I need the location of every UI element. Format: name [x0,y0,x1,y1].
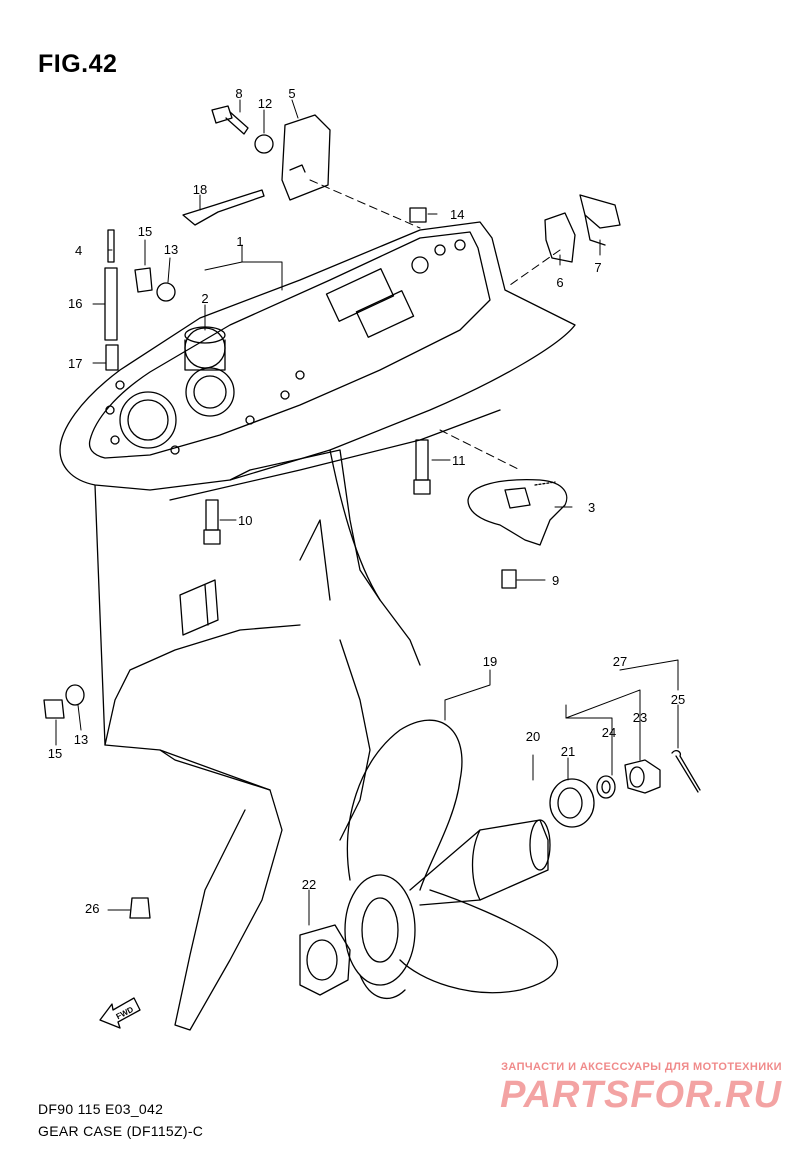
callout-23: 23 [633,710,647,725]
plug-15-13-lower [43,684,85,719]
callout-17: 17 [68,356,82,371]
fwd-arrow-icon [99,997,141,1029]
spacer [299,924,351,996]
anode-6 [544,212,576,263]
callout-14: 14 [450,207,464,222]
figure-code: DF90 115 E03_042 [38,1101,164,1117]
callout-6: 6 [556,275,563,290]
callout-8: 8 [235,86,242,101]
callout-24: 24 [602,725,616,740]
plug-26 [129,897,151,919]
thrust-washer [549,778,595,828]
cover-5 [281,114,331,201]
callout-7: 7 [594,260,601,275]
watermark-logo: PARTSFOR.RU [500,1074,782,1116]
callout-3: 3 [588,500,595,515]
figure-title: FIG.42 [38,50,118,78]
callout-27: 27 [613,654,627,669]
gear-case-housing [59,221,576,1031]
callout-25: 25 [671,692,685,707]
callout-1: 1 [236,234,243,249]
callout-15: 15 [138,224,152,239]
bolt-10 [203,499,221,545]
callout-2: 2 [201,291,208,306]
figure-name: GEAR CASE (DF115Z)-C [38,1123,204,1139]
callout-22: 22 [302,877,316,892]
washer [596,775,616,799]
callout-15-lower: 15 [48,746,62,761]
callout-4: 4 [75,243,82,258]
callout-9: 9 [552,573,559,588]
callout-5: 5 [288,86,295,101]
callout-10: 10 [238,513,252,528]
cotter-pin [671,750,701,793]
callout-21: 21 [561,744,575,759]
callout-19: 19 [483,654,497,669]
propeller [344,719,559,999]
callout-12: 12 [258,96,272,111]
bolt-11 [413,439,431,495]
bolt-9 [501,569,517,589]
callout-13-lower: 13 [74,732,88,747]
washer-12 [254,134,274,154]
callout-18: 18 [193,182,207,197]
leader-lines [55,99,679,926]
callout-13: 13 [164,242,178,257]
propeller-nut [624,759,661,794]
pipe-16 [104,229,119,371]
callout-20: 20 [526,729,540,744]
callout-16: 16 [68,296,82,311]
plug-15-13 [134,267,176,302]
cover-7 [579,194,621,246]
bolt-8 [211,105,249,135]
dowel-14 [409,207,427,223]
callout-26: 26 [85,901,99,916]
watermark-tagline: ЗАПЧАСТИ И АКСЕССУАРЫ ДЛЯ МОТОТЕХНИКИ [501,1061,782,1073]
callout-labels: 1 2 3 4 5 6 7 8 9 10 11 12 13 14 15 16 1… [48,86,685,1021]
callout-11: 11 [452,453,466,468]
trim-tab [467,479,568,546]
cable-tie-18 [182,189,265,226]
